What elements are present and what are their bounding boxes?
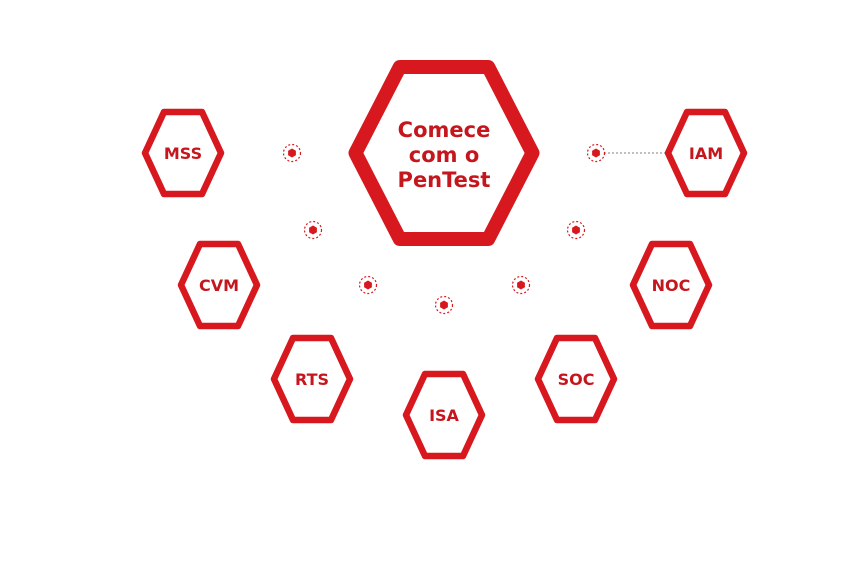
connector-dot-icon	[282, 143, 302, 163]
service-hexagon-iam[interactable]: IAM	[664, 108, 748, 198]
center-title-line-3: PenTest	[398, 168, 491, 192]
service-label-noc: NOC	[652, 276, 691, 295]
center-hexagon[interactable]: Comece com o PenTest	[348, 60, 540, 246]
service-hexagon-noc[interactable]: NOC	[629, 240, 713, 330]
connector-dot-icon	[303, 220, 323, 240]
connector-dot-icon	[358, 275, 378, 295]
service-label-rts: RTS	[295, 370, 329, 389]
connector-dot-icon	[586, 143, 606, 163]
service-hexagon-mss[interactable]: MSS	[141, 108, 225, 198]
service-label-cvm: CVM	[199, 276, 239, 295]
connector-dot-icon	[434, 295, 454, 315]
connector-dot-icon	[511, 275, 531, 295]
service-label-iam: IAM	[689, 144, 723, 163]
service-hexagon-rts[interactable]: RTS	[270, 334, 354, 424]
service-label-isa: ISA	[429, 406, 459, 425]
center-title-line-1: Comece	[398, 118, 491, 142]
connector-dot-icon	[566, 220, 586, 240]
service-label-soc: SOC	[558, 370, 595, 389]
service-hexagon-cvm[interactable]: CVM	[177, 240, 261, 330]
center-title-line-2: com o	[409, 143, 480, 167]
service-label-mss: MSS	[164, 144, 202, 163]
service-hexagon-soc[interactable]: SOC	[534, 334, 618, 424]
service-hexagon-isa[interactable]: ISA	[402, 370, 486, 460]
